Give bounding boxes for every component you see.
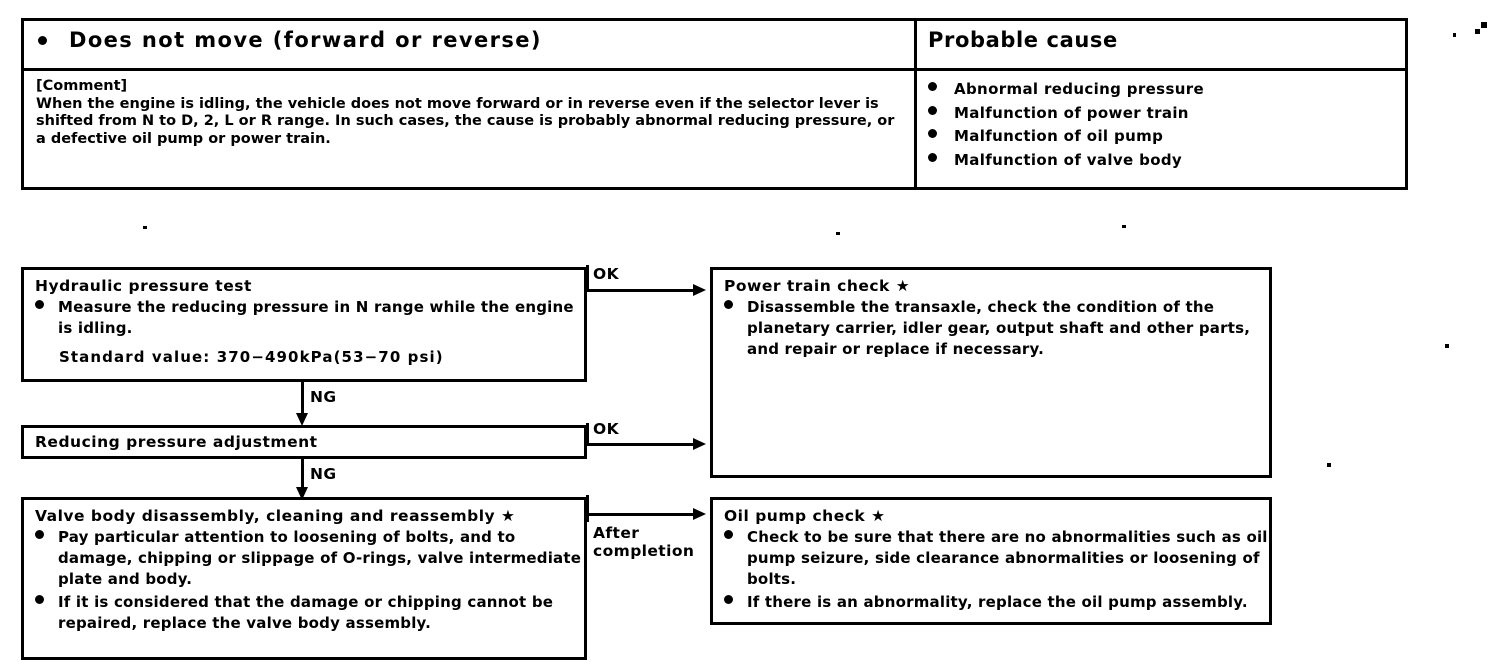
flow-box-reducing-pressure-adjustment: Reducing pressure adjustment — [21, 425, 587, 459]
connector-line-ok-top-vertical — [586, 265, 589, 292]
connector-line-ok-mid-vertical — [586, 423, 589, 446]
bullet-icon — [35, 530, 44, 539]
bullet-icon — [35, 300, 44, 309]
connector-line-after-completion-vertical — [586, 495, 589, 522]
list-item: If there is an abnormality, replace the … — [724, 592, 1269, 613]
scan-speck — [143, 226, 147, 229]
scan-speck — [1445, 344, 1449, 348]
scan-speck — [836, 232, 840, 235]
cause-text: Malfunction of valve body — [954, 150, 1183, 169]
cause-text: Malfunction of oil pump — [954, 127, 1164, 145]
connector-label-ok-top: OK — [593, 265, 619, 283]
cause-text: Malfunction of power train — [954, 103, 1189, 122]
bullet-icon — [724, 595, 733, 604]
list-item: If it is considered that the damage or c… — [35, 592, 584, 634]
list-item: Measure the reducing pressure in N range… — [35, 297, 584, 339]
list-item: Disassemble the transaxle, check the con… — [724, 297, 1269, 360]
scan-speck — [1475, 29, 1480, 34]
list-item: Abnormal reducing pressure — [928, 78, 1398, 102]
flow-box-power-train-check: Power train check ★ Disassemble the tran… — [710, 267, 1272, 478]
connector-label-ok-mid: OK — [593, 420, 619, 438]
connector-label-ng-top: NG — [310, 388, 337, 406]
flow-box-valve-body-disassembly: Valve body disassembly, cleaning and rea… — [21, 497, 587, 660]
symptom-title-cell: Does not move (forward or reverse) — [38, 28, 542, 52]
arrow-head-ok-mid-icon — [693, 438, 706, 450]
connector-label-ng-bottom: NG — [310, 465, 337, 483]
connector-line-after-completion — [586, 513, 696, 516]
bullet-icon — [724, 530, 733, 539]
connector-line-ok-top — [586, 289, 696, 292]
bullet-icon — [928, 129, 937, 138]
arrow-head-ng-top-icon — [296, 413, 308, 426]
bullet-icon — [724, 300, 733, 309]
comment-tag: [Comment] — [36, 78, 128, 94]
flow-box-title: Hydraulic pressure test — [35, 277, 252, 295]
probable-cause-list: Abnormal reducing pressure Malfunction o… — [928, 78, 1398, 172]
flow-box-title: Oil pump check ★ — [724, 507, 886, 525]
scan-speck — [1122, 225, 1126, 228]
flow-item-text: Check to be sure that there are no abnor… — [747, 528, 1268, 588]
arrow-head-after-completion-icon — [693, 508, 706, 520]
flow-box-title: Power train check ★ — [724, 277, 911, 295]
arrow-head-ng-bottom-icon — [296, 487, 308, 500]
connector-line-ng-top — [301, 382, 304, 417]
list-item: Malfunction of oil pump — [928, 125, 1398, 149]
symptom-table-header — [24, 21, 1405, 71]
symptom-title-text: Does not move (forward or reverse) — [69, 28, 542, 52]
comment-body: When the engine is idling, the vehicle d… — [36, 95, 895, 147]
bullet-icon — [928, 82, 937, 91]
symptom-table-column-divider — [914, 21, 917, 187]
scan-speck — [1453, 33, 1456, 37]
list-item: Pay particular attention to loosening of… — [35, 527, 584, 590]
list-item: Check to be sure that there are no abnor… — [724, 527, 1269, 590]
flow-item-text: Pay particular attention to loosening of… — [58, 528, 582, 588]
list-item: Malfunction of valve body — [928, 149, 1398, 173]
list-item: Malfunction of power train — [928, 102, 1398, 126]
connector-line-ng-bottom — [301, 459, 304, 491]
flow-item-text: If there is an abnormality, replace the … — [747, 593, 1248, 611]
flow-item-text: If it is considered that the damage or c… — [58, 593, 554, 632]
bullet-icon — [928, 152, 937, 162]
probable-cause-title: Probable cause — [928, 28, 1118, 52]
symptom-table: Does not move (forward or reverse) Proba… — [21, 18, 1408, 190]
scan-speck — [1327, 463, 1331, 467]
flow-item-text: Disassemble the transaxle, check the con… — [747, 298, 1251, 358]
connector-line-ok-mid — [586, 443, 696, 446]
flow-box-hydraulic-pressure-test: Hydraulic pressure test Measure the redu… — [21, 267, 587, 382]
bullet-icon — [928, 105, 937, 115]
standard-value-text: Standard value: 370−490kPa(53−70 psi) — [59, 348, 444, 366]
flow-box-title: Valve body disassembly, cleaning and rea… — [35, 507, 516, 525]
flow-item-text: Measure the reducing pressure in N range… — [58, 298, 574, 337]
bullet-icon — [38, 35, 47, 45]
arrow-head-ok-top-icon — [693, 284, 706, 296]
flow-box-title: Reducing pressure adjustment — [35, 433, 318, 451]
scan-speck — [1481, 22, 1487, 28]
cause-text: Abnormal reducing pressure — [954, 80, 1205, 98]
connector-label-after-completion: After completion — [593, 524, 695, 560]
bullet-icon — [35, 595, 44, 604]
flow-box-oil-pump-check: Oil pump check ★ Check to be sure that t… — [710, 497, 1272, 625]
comment-block: [Comment] When the engine is idling, the… — [36, 78, 904, 148]
